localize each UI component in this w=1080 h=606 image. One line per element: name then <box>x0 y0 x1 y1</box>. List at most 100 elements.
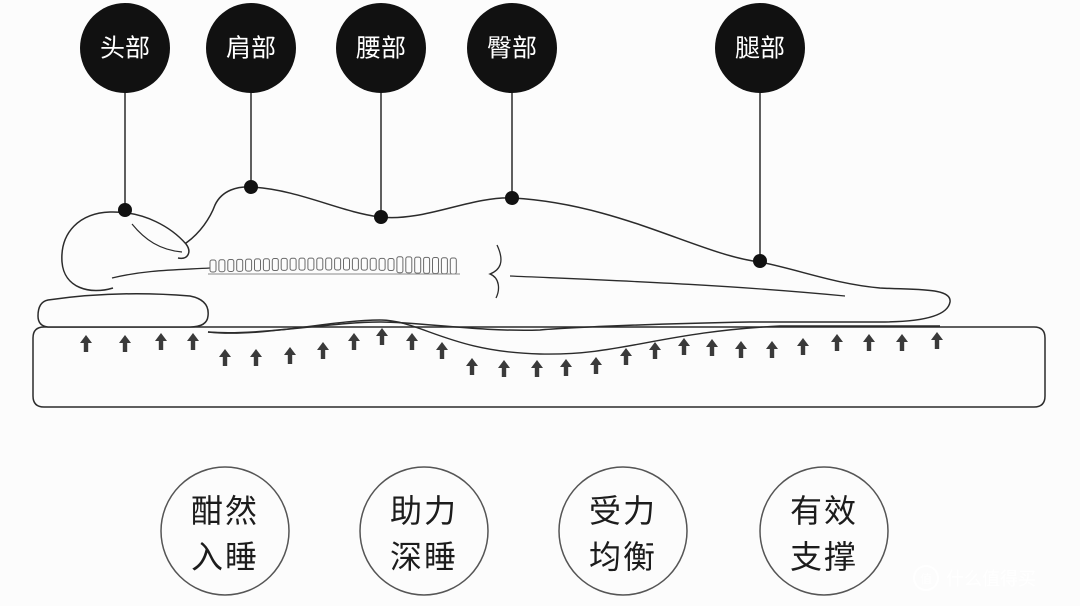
vertebra <box>369 257 377 271</box>
benefit-line-1: 受力 <box>589 492 657 530</box>
up-arrow-icon <box>797 338 809 355</box>
vertebra <box>378 257 386 271</box>
up-arrow-icon <box>590 357 602 374</box>
vertebra <box>316 257 324 271</box>
up-arrow-icon <box>376 328 388 345</box>
watermark-logo-icon <box>913 565 939 591</box>
up-arrow-icon <box>831 334 843 351</box>
up-arrow-icon <box>678 338 690 355</box>
label-leg: 腿部 <box>735 34 785 63</box>
vertebra <box>325 257 333 271</box>
label-circle-hip <box>467 3 557 93</box>
up-arrow-icon <box>863 334 875 351</box>
vertebra <box>218 259 226 273</box>
mattress <box>32 326 1046 408</box>
up-arrow-icon <box>560 359 572 376</box>
vertebra <box>262 258 270 272</box>
callout-dot <box>118 203 132 217</box>
vertebra <box>254 258 261 272</box>
label-head: 头部 <box>100 34 150 63</box>
benefit-circle <box>359 466 489 596</box>
vertebra <box>334 257 342 271</box>
benefit-line-1: 助力 <box>390 492 458 530</box>
up-arrow-icon <box>250 349 262 366</box>
label-circle-shoulder <box>206 3 296 93</box>
up-arrow-icon <box>284 347 296 364</box>
vertebra <box>405 256 413 274</box>
up-arrow-icon <box>931 332 943 349</box>
vertebra <box>414 256 422 274</box>
callout-dot <box>374 210 388 224</box>
callout-dot <box>244 180 258 194</box>
watermark-text: 什么值得买 <box>946 569 1036 590</box>
up-arrow-icon <box>119 335 131 352</box>
vertebra <box>298 257 306 271</box>
up-arrow-icon <box>649 342 661 359</box>
benefit-line-2: 均衡 <box>589 538 657 576</box>
up-arrow-icon <box>406 333 418 350</box>
watermark: 值 什么值得买 <box>913 565 1036 591</box>
benefit-line-2: 支撑 <box>790 538 858 576</box>
ear-line <box>131 223 183 253</box>
label-circle-waist <box>336 3 426 93</box>
watermark-logo-letter: 值 <box>920 571 932 586</box>
up-arrow-icon <box>348 333 360 350</box>
vertebra <box>351 257 359 271</box>
thigh-line <box>509 275 846 297</box>
vertebra <box>449 257 457 275</box>
vertebra <box>280 257 288 271</box>
vertebra <box>343 257 350 271</box>
up-arrow-icon <box>706 339 718 356</box>
callout-dot <box>753 254 767 268</box>
body-part-callouts: 头部 肩部 腰部 臀部 腿部 <box>80 3 805 268</box>
up-arrow-icon <box>531 360 543 377</box>
up-arrow-icon <box>155 333 167 350</box>
vertebra <box>396 256 404 274</box>
arm-outline <box>111 267 211 279</box>
vertebra <box>360 257 368 271</box>
label-waist: 腰部 <box>356 34 406 63</box>
label-hip: 臀部 <box>487 34 537 63</box>
up-arrow-icon <box>498 360 510 377</box>
up-arrow-icon <box>620 348 632 365</box>
benefit-circle <box>759 466 889 596</box>
benefit-line-1: 酣然 <box>191 492 259 530</box>
vertebra <box>289 257 297 271</box>
vertebra <box>387 258 395 272</box>
benefit-circle <box>160 466 290 596</box>
label-shoulder: 肩部 <box>226 34 276 63</box>
vertebra <box>271 258 279 272</box>
vertebra <box>209 259 217 273</box>
benefit-line-2: 深睡 <box>390 538 458 576</box>
vertebra <box>245 258 253 272</box>
up-arrow-icon <box>466 358 478 375</box>
up-arrow-icon <box>317 342 329 359</box>
vertebra <box>423 256 431 274</box>
callout-head: 头部 <box>80 3 170 217</box>
vertebra <box>236 258 244 272</box>
up-arrow-icon <box>436 342 448 359</box>
label-circle-leg <box>715 3 805 93</box>
callout-shoulder: 肩部 <box>206 3 296 194</box>
benefit-line-1: 有效 <box>790 492 858 530</box>
vertebra <box>227 259 235 273</box>
callout-waist: 腰部 <box>336 3 426 224</box>
benefit-line-2: 入睡 <box>191 538 259 576</box>
up-arrow-icon <box>187 333 199 350</box>
label-circle-head <box>80 3 170 93</box>
up-arrow-icon <box>896 334 908 351</box>
callout-dot <box>505 191 519 205</box>
vertebra <box>307 257 315 271</box>
vertebra <box>440 257 448 275</box>
benefit-circle <box>558 466 688 596</box>
up-arrow-icon <box>219 349 231 366</box>
hip-crease <box>488 244 502 299</box>
callout-leg: 腿部 <box>715 3 805 268</box>
head-outline <box>61 211 190 292</box>
up-arrow-icon <box>735 341 747 358</box>
